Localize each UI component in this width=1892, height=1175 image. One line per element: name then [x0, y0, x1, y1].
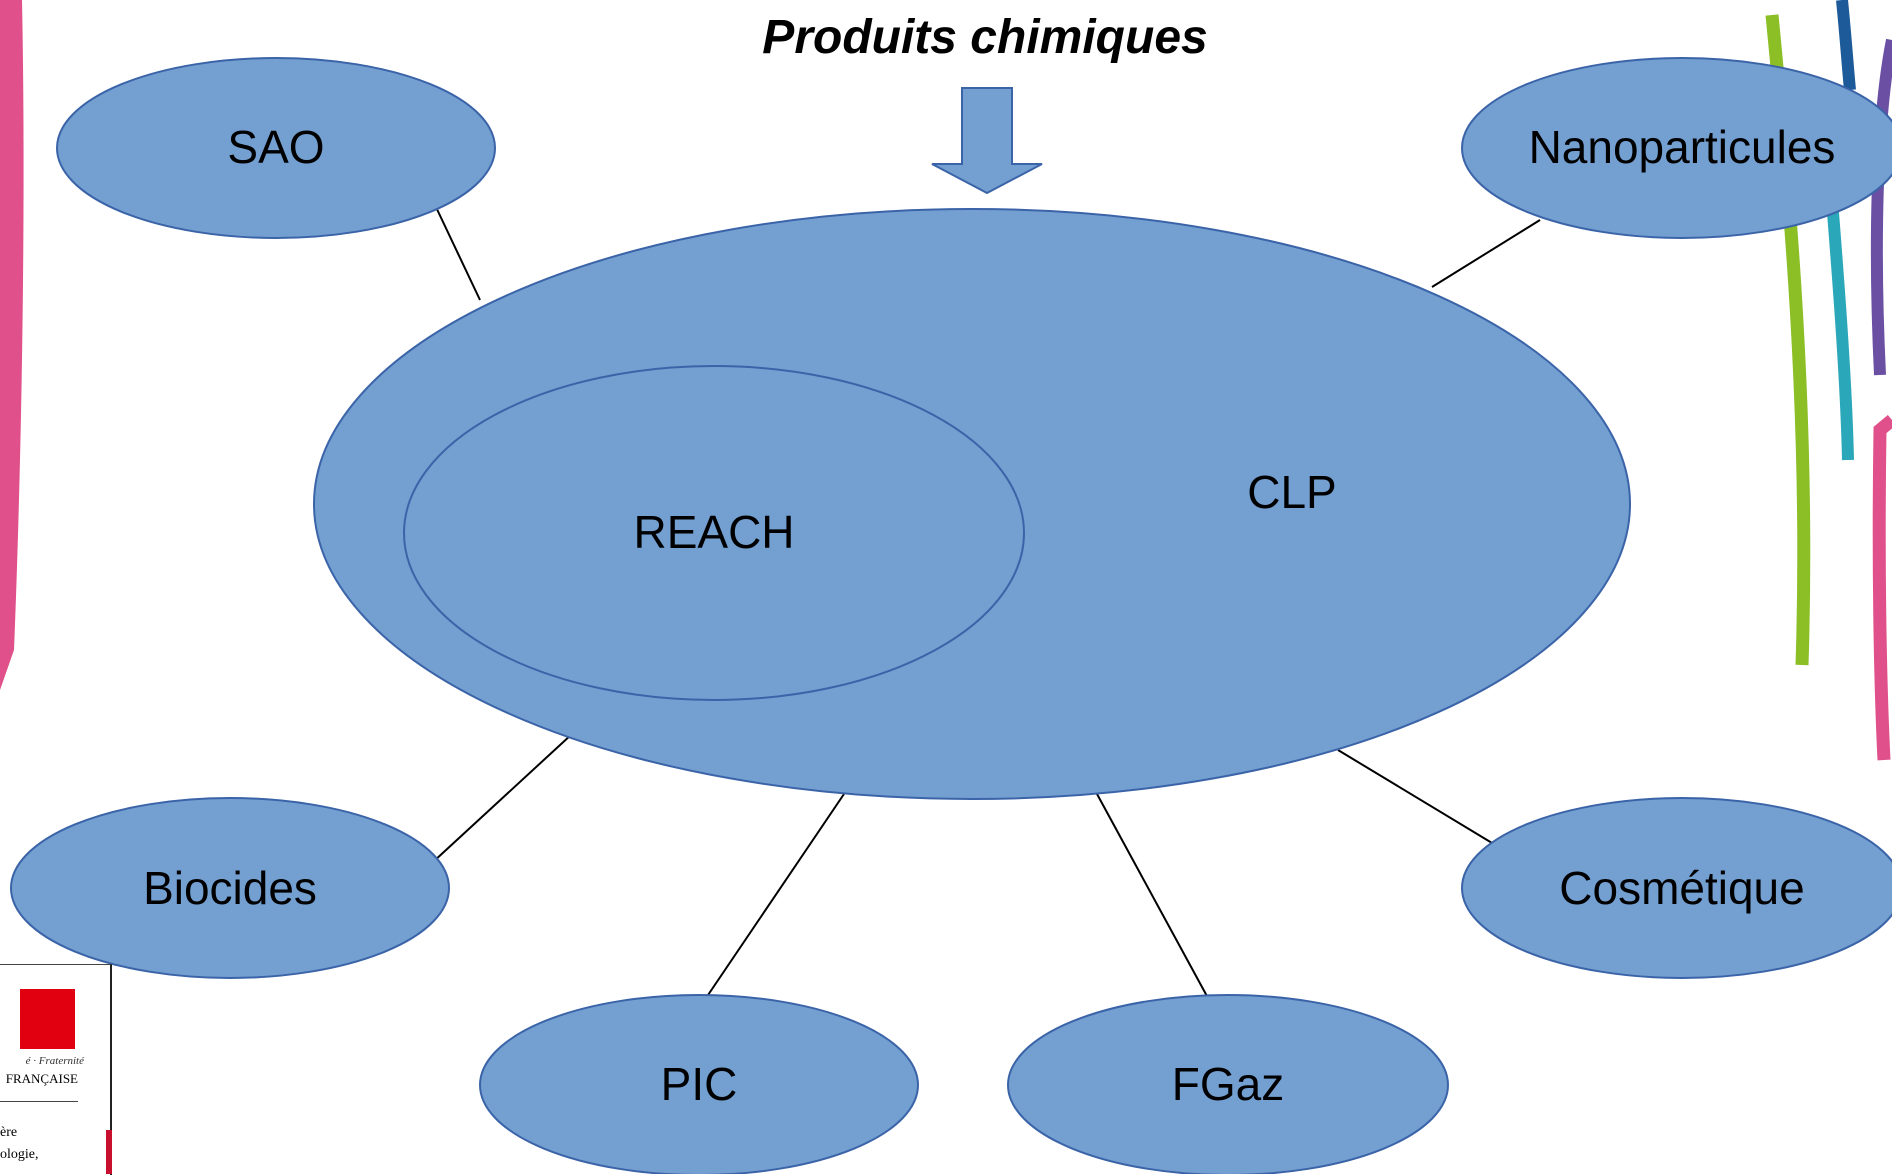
- connector-cosmetique: [1337, 749, 1498, 847]
- reach-label: REACH: [633, 506, 794, 558]
- nanoparticules-label: Nanoparticules: [1529, 121, 1836, 173]
- left-ribbon-decoration: [0, 0, 24, 690]
- connector-biocides: [432, 733, 573, 863]
- connector-pic: [705, 793, 845, 999]
- logo-republic: FRANÇAISE: [0, 1071, 78, 1102]
- biocides-label: Biocides: [143, 862, 317, 914]
- logo-ministry-line-1: ère: [0, 1125, 18, 1140]
- logo-ministry-line-2: ologie,: [0, 1147, 39, 1162]
- pic-ellipse: [479, 994, 919, 1174]
- nanoparticules-ellipse: [1461, 57, 1892, 239]
- reach-ellipse: [403, 365, 1025, 701]
- logo-motto: é · Fraternité: [25, 1055, 84, 1067]
- sao-label: SAO: [227, 121, 324, 173]
- cosmetique-label: Cosmétique: [1559, 862, 1804, 914]
- government-logo: é · Fraternité FRANÇAISE ère ologie,: [0, 964, 112, 1175]
- cosmetique-ellipse: [1461, 797, 1892, 979]
- connector-nanoparticules: [1431, 219, 1541, 288]
- diagram-title: Produits chimiques: [762, 11, 1207, 64]
- fgaz-ellipse: [1007, 994, 1449, 1174]
- connector-sao: [434, 204, 481, 301]
- down-arrow: [931, 87, 1043, 195]
- connector-fgaz: [1096, 793, 1209, 999]
- marianne-flag-icon: [20, 989, 75, 1049]
- biocides-ellipse: [10, 797, 450, 979]
- clp-label: CLP: [1247, 466, 1336, 518]
- fgaz-label: FGaz: [1172, 1058, 1284, 1110]
- logo-red-bar: [106, 1130, 112, 1174]
- sao-ellipse: [56, 57, 496, 239]
- connectors: [432, 204, 1541, 999]
- pic-label: PIC: [661, 1058, 738, 1110]
